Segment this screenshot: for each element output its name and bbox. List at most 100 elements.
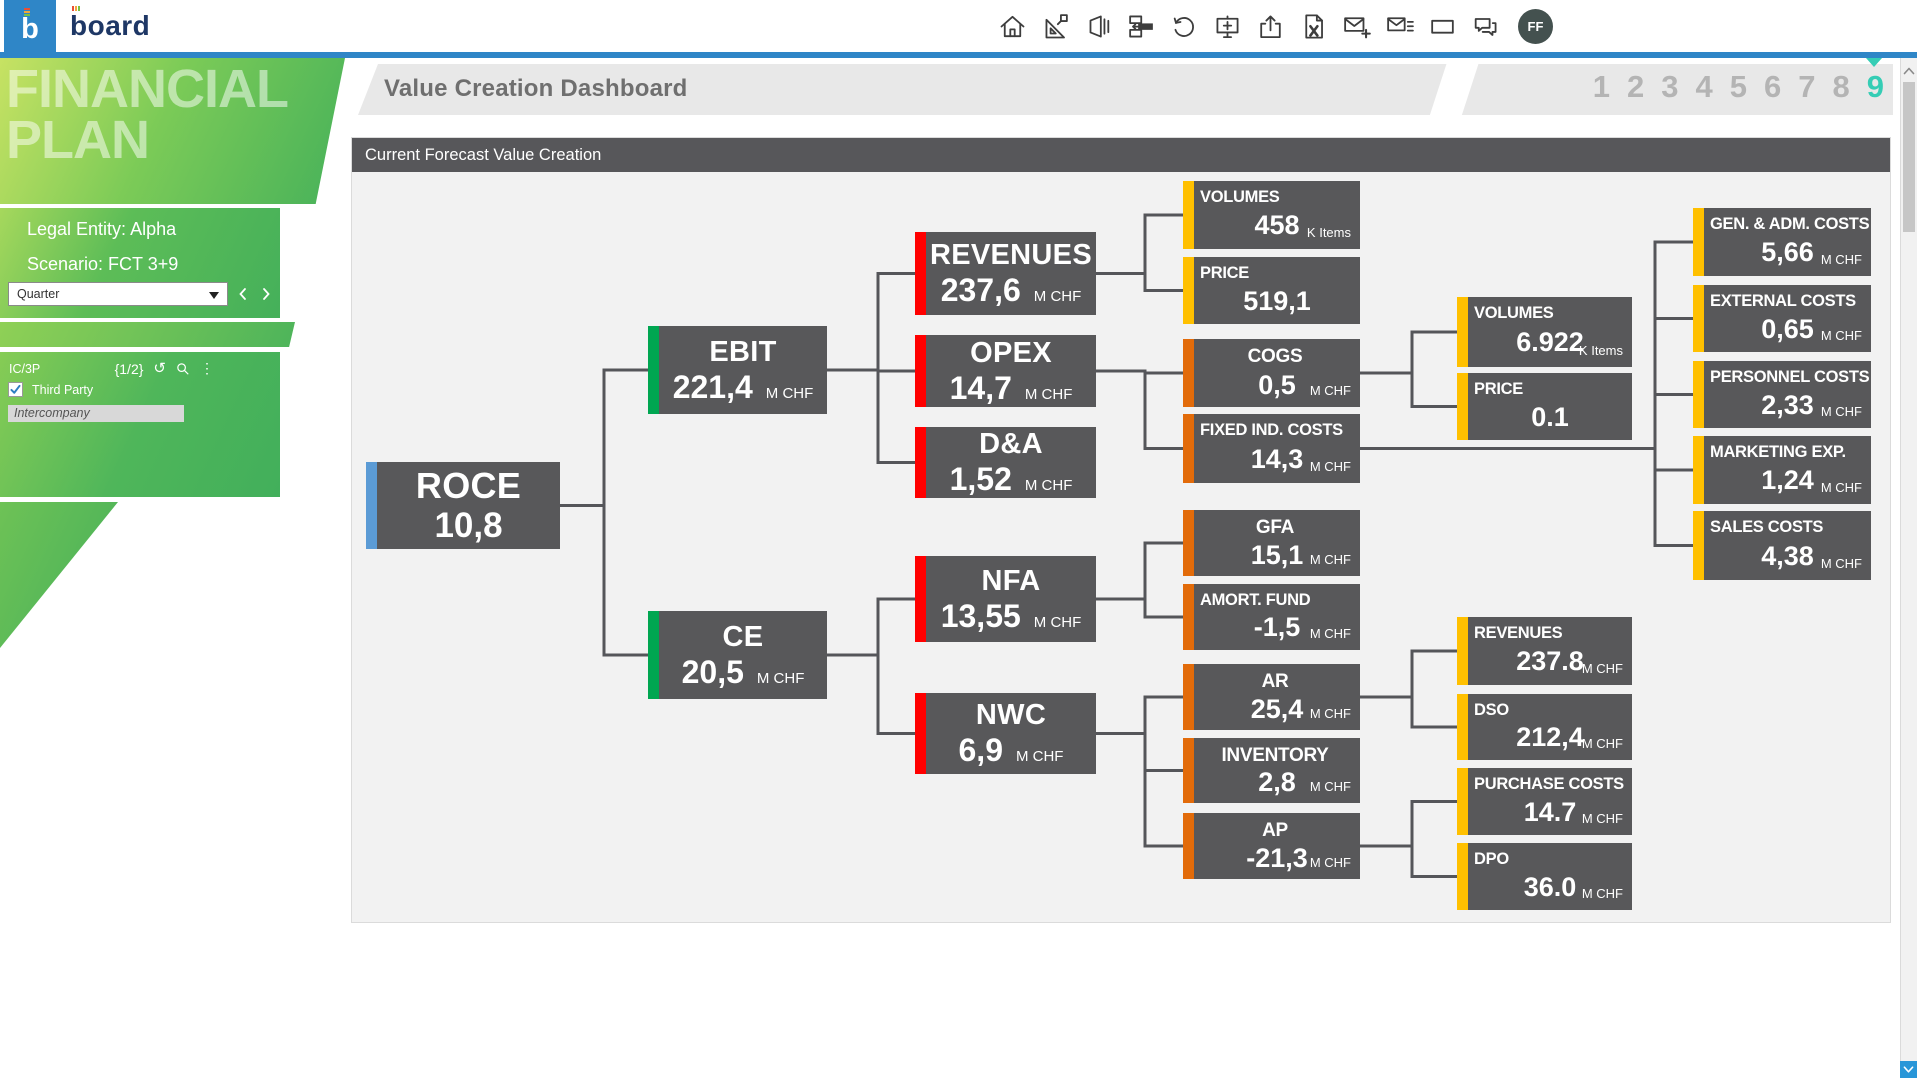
- node-stripe: [1457, 843, 1468, 910]
- node-unit: M CHF: [1309, 459, 1351, 474]
- comments-icon[interactable]: [1470, 11, 1501, 42]
- presentation-icon[interactable]: [1083, 11, 1114, 42]
- page-number-7[interactable]: 7: [1798, 69, 1816, 104]
- mail-list-icon[interactable]: [1384, 11, 1415, 42]
- node-unit: M CHF: [1309, 779, 1351, 794]
- search-icon[interactable]: [176, 362, 190, 376]
- undo-icon[interactable]: ↺: [153, 359, 166, 377]
- intercompany-option[interactable]: Intercompany: [8, 405, 184, 422]
- node-title: GEN. & ADM. COSTS: [1710, 215, 1870, 233]
- page-number-6[interactable]: 6: [1764, 69, 1782, 104]
- selector-title: IC/3P: [9, 361, 41, 376]
- page-number-9[interactable]: 9: [1866, 69, 1884, 104]
- page-number-5[interactable]: 5: [1729, 69, 1747, 104]
- menu-dots-icon[interactable]: ⋮: [200, 360, 214, 376]
- node-title: REVENUES: [930, 239, 1092, 271]
- checkmark-icon: [10, 384, 21, 394]
- node-title: VOLUMES: [1200, 188, 1280, 206]
- node-stripe: [1457, 617, 1468, 685]
- node-value: 6.922: [1516, 327, 1584, 357]
- node-unit: M CHF: [1024, 477, 1073, 494]
- scroll-thumb[interactable]: [1903, 82, 1915, 232]
- panel-header-title: Current Forecast Value Creation: [365, 145, 602, 164]
- logo-ticks-icon: [72, 6, 80, 11]
- green-band-decoration: [0, 322, 295, 347]
- home-icon[interactable]: [997, 11, 1028, 42]
- node-stripe: [1693, 436, 1704, 504]
- mail-add-icon[interactable]: [1341, 11, 1372, 42]
- node-title: EXTERNAL COSTS: [1710, 292, 1856, 310]
- new-screen-icon[interactable]: [1212, 11, 1243, 42]
- page-number-3[interactable]: 3: [1661, 69, 1679, 104]
- window-icon[interactable]: [1427, 11, 1458, 42]
- vertical-scrollbar[interactable]: [1900, 58, 1917, 1078]
- node-unit: M CHF: [1024, 385, 1073, 403]
- previous-period-button[interactable]: [235, 286, 251, 302]
- node-title: ROCE: [415, 465, 522, 506]
- node-title: NFA: [981, 564, 1041, 597]
- app-logo[interactable]: b: [4, 0, 56, 52]
- top-toolbar: b board FF: [0, 0, 1917, 52]
- node-stripe: [1457, 694, 1468, 760]
- node-stripe: [915, 335, 926, 407]
- node-unit: M CHF: [1820, 404, 1862, 419]
- scroll-down-button[interactable]: [1900, 1061, 1917, 1078]
- share-icon[interactable]: [1255, 11, 1286, 42]
- node-value: 0.1: [1531, 401, 1569, 432]
- chevron-down-icon: [1903, 1066, 1914, 1073]
- period-dropdown[interactable]: Quarter: [8, 282, 228, 306]
- node-stripe: [648, 326, 659, 414]
- page-number-2[interactable]: 2: [1627, 69, 1645, 104]
- user-avatar[interactable]: FF: [1518, 8, 1553, 44]
- page-number-1[interactable]: 1: [1592, 69, 1610, 104]
- selection-panel: Legal Entity: Alpha Scenario: FCT 3+9 Qu…: [0, 208, 280, 318]
- node-value: 20,5: [681, 653, 744, 690]
- page-number-8[interactable]: 8: [1832, 69, 1850, 104]
- third-party-label: Third Party: [32, 382, 94, 397]
- scroll-up-button[interactable]: [1903, 63, 1915, 75]
- node-value: 4,38: [1761, 540, 1814, 571]
- next-period-button[interactable]: [258, 286, 274, 302]
- node-title: SALES COSTS: [1710, 518, 1824, 536]
- page-number-4[interactable]: 4: [1695, 69, 1713, 104]
- node-title: VOLUMES: [1474, 304, 1554, 322]
- undo-icon[interactable]: [1169, 11, 1200, 42]
- third-party-checkbox[interactable]: [8, 382, 23, 397]
- node-title: EBIT: [709, 335, 777, 368]
- node-stripe: [1457, 373, 1468, 440]
- export-excel-icon[interactable]: [1298, 11, 1329, 42]
- chevron-left-icon: [239, 288, 246, 300]
- layout-select-icon[interactable]: [1126, 11, 1157, 42]
- design-mode-icon[interactable]: [1040, 11, 1071, 42]
